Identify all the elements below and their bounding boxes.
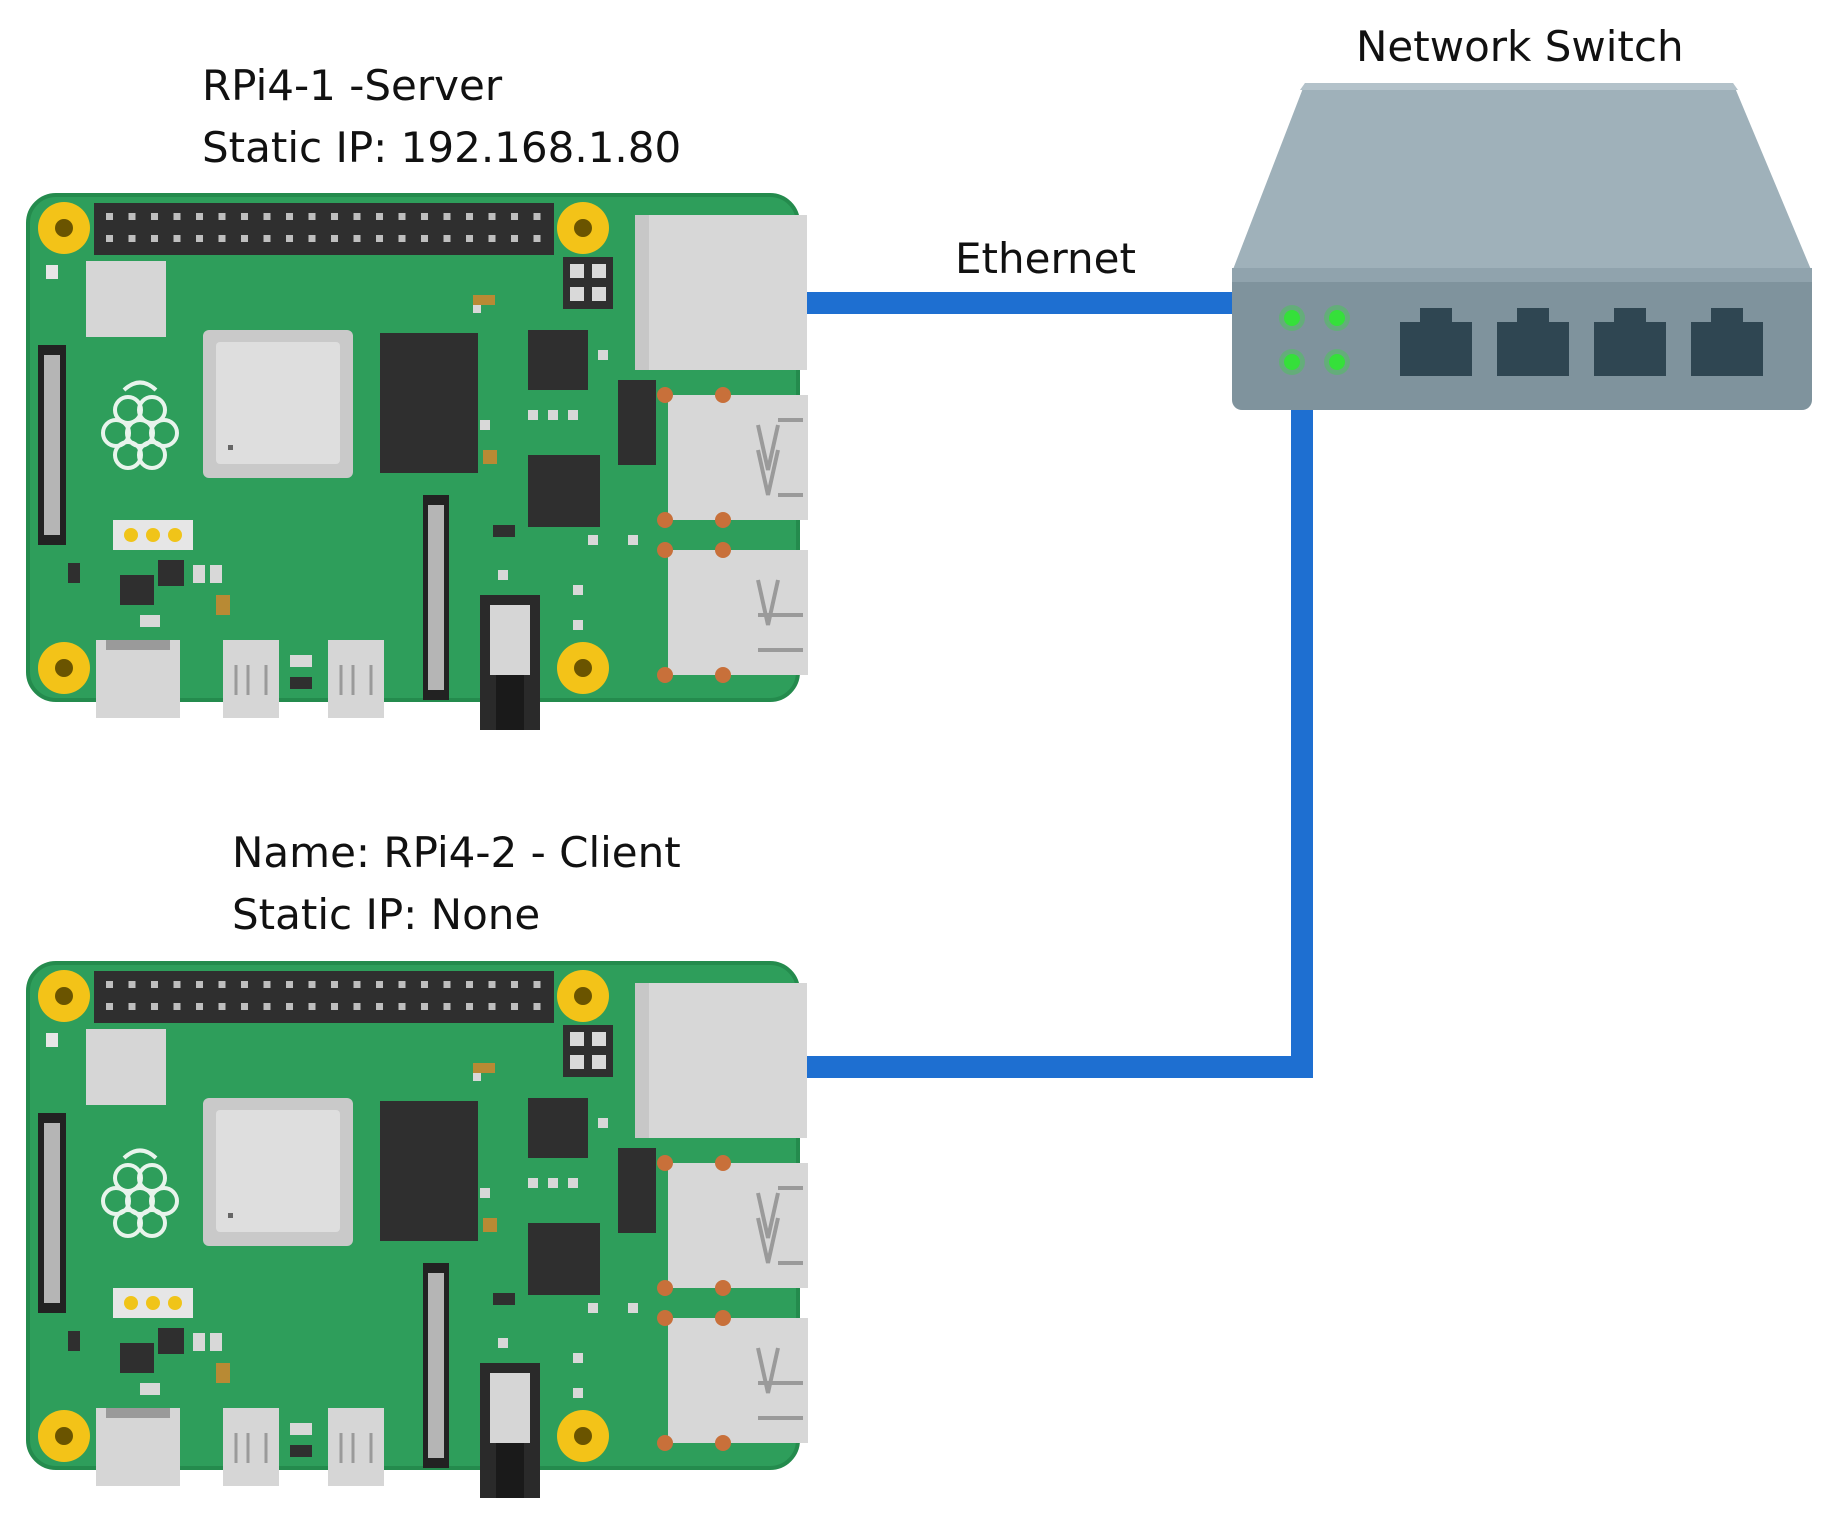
client-raspberry-pi-board: [26, 961, 810, 1500]
switch-port: [1691, 308, 1763, 376]
client-name: Name: RPi4-2 - Client: [232, 828, 681, 877]
client-label: Name: RPi4-2 - Client Static IP: None: [232, 822, 681, 946]
switch-port: [1400, 308, 1472, 376]
switch-led: [1284, 354, 1300, 370]
client-ethernet-cable: [800, 398, 1313, 1078]
network-switch-device: [1232, 83, 1812, 410]
ethernet-cables: [800, 292, 1313, 1078]
server-ip: Static IP: 192.168.1.80: [202, 123, 682, 172]
switch-led: [1329, 310, 1345, 326]
switch-title: Network Switch: [1356, 22, 1684, 71]
switch-ports: [1400, 308, 1763, 376]
switch-port: [1497, 308, 1569, 376]
switch-status-leds: [1279, 305, 1350, 375]
server-label: RPi4-1 -Server Static IP: 192.168.1.80: [202, 55, 681, 179]
server-name: RPi4-1 -Server: [202, 61, 503, 110]
server-raspberry-pi-board: [26, 193, 810, 732]
switch-port: [1594, 308, 1666, 376]
switch-led: [1284, 310, 1300, 326]
ethernet-label: Ethernet: [955, 234, 1136, 283]
switch-led: [1329, 354, 1345, 370]
client-ip: Static IP: None: [232, 890, 541, 939]
